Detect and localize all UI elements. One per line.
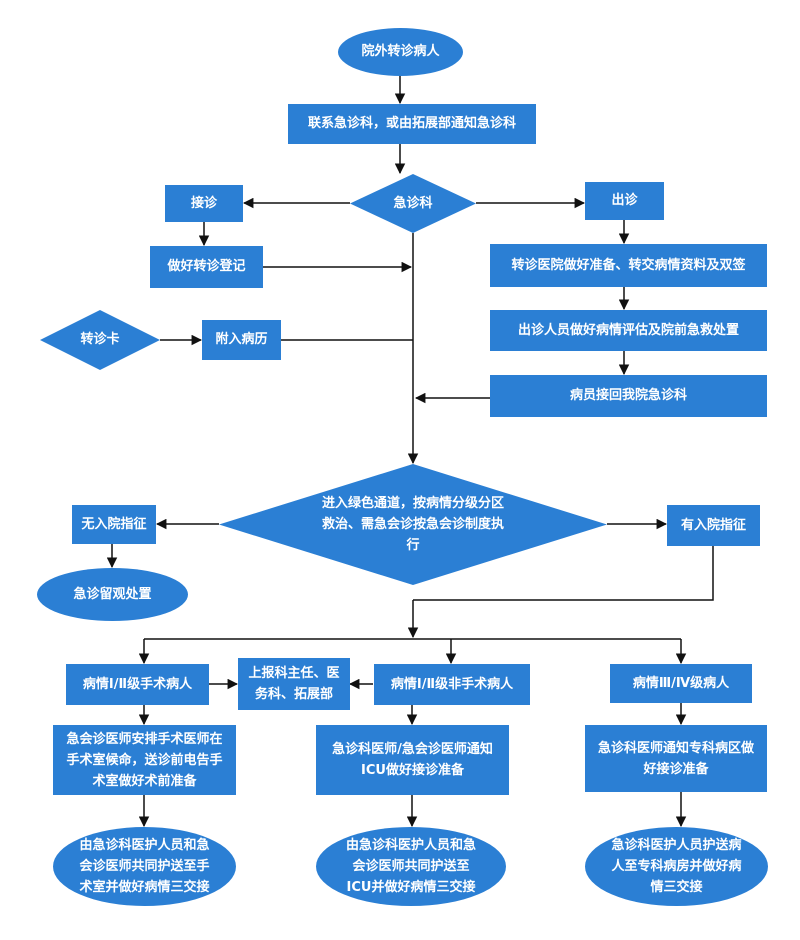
surgical-end-node: 由急诊科医护人员和急会诊医师共同护送至手术室并做好病情三交接 [53, 827, 236, 906]
observe-node: 急诊留观处置 [37, 568, 188, 621]
grade34-box: 病情Ⅲ/Ⅳ级病人 [610, 664, 752, 703]
assess-box: 出诊人员做好病情评估及院前急救处置 [490, 310, 767, 351]
grade34-end-node: 急诊科医护人员护送病人至专科病房并做好病情三交接 [585, 827, 768, 906]
contact-er-box: 联系急诊科，或由拓展部通知急诊科 [288, 104, 536, 144]
grade34-step-box: 急诊科医师通知专科病区做好接诊准备 [585, 725, 767, 792]
return-box: 病员接回我院急诊科 [490, 375, 767, 417]
hospital-prep-box: 转诊医院做好准备、转交病情资料及双签 [490, 244, 767, 287]
start-node: 院外转诊病人 [338, 28, 463, 76]
nonsurgical-grade12-box: 病情Ⅰ/Ⅱ级非手术病人 [374, 664, 530, 705]
admission-box: 有入院指征 [667, 505, 760, 546]
receive-box: 接诊 [165, 185, 243, 222]
surgical-step-box: 急会诊医师安排手术医师在手术室候命，送诊前电告手术室做好术前准备 [53, 725, 236, 795]
outcall-box: 出诊 [585, 182, 664, 220]
no-admission-box: 无入院指征 [72, 505, 156, 544]
nonsurgical-end-node: 由急诊科医护人员和急会诊医师共同护送至ICU并做好病情三交接 [316, 827, 506, 906]
surgical-grade12-box: 病情Ⅰ/Ⅱ级手术病人 [66, 664, 209, 705]
report-box: 上报科主任、医务科、拓展部 [238, 658, 350, 710]
register-box: 做好转诊登记 [150, 246, 263, 288]
nonsurgical-step-box: 急诊科医师/急会诊医师通知ICU做好接诊准备 [316, 725, 509, 795]
attach-record-box: 附入病历 [202, 320, 281, 360]
line-admit-to-branch [413, 546, 714, 601]
